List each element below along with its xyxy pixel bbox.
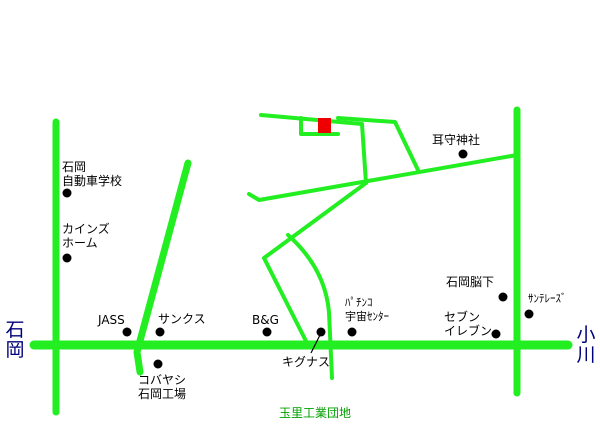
landmark-dot-cainz [62,253,72,263]
landmark-dot-kobayashi [153,359,163,369]
site-access-road [299,116,340,136]
landmark-dot-pachinko [347,327,357,337]
label-sun-teles: ｻﾝﾃﾚｰｽﾞ [528,292,567,305]
label-kobayashi-factory: コバヤシ 石岡工場 [138,373,187,401]
label-driving-school: 石岡 自動車学校 [62,160,123,188]
industrial-park-road [286,233,334,380]
label-kigunasu: キグナス [282,355,331,369]
landmark-dot-noushita [498,292,508,302]
label-cainz-home: カインズ ホーム [62,222,110,250]
label-pachinko-uchu: ﾊﾟﾁﾝｺ 宇宙ｾﾝﾀｰ [345,296,389,323]
landmark-dot-seven [491,329,501,339]
landmark-dot-kigunasu [316,327,326,337]
landmark-dot-shrine [458,149,468,159]
landmark-dot-sunteles [524,309,534,319]
kigunasu-pointer [310,334,321,354]
north-loop-road [259,113,368,185]
label-sunkus: サンクス [158,312,206,326]
upper-cross-road [247,153,519,202]
label-jass: JASS [98,313,125,327]
landmark-dot-bg [262,327,272,337]
city-label-ogawa: 小川 [576,324,596,366]
label-b-and-g: B&G [252,313,279,327]
label-mimimori-shrine: 耳守神社 [432,133,481,147]
landmark-dot-jass [122,327,132,337]
landmark-dot-sunkus [155,327,165,337]
label-seven-eleven: セブン イレブン [444,310,493,338]
destination-marker [318,118,331,133]
diagonal-road [133,159,192,376]
city-label-ishioka: 石岡 [5,319,25,361]
label-ishioka-noushita: 石岡脳下 [446,275,495,289]
label-tamari-industrial-park: 玉里工業団地 [279,406,352,420]
landmark-dot-driving-school [62,188,72,198]
connector-road [262,181,368,347]
shrine-road [336,116,420,172]
